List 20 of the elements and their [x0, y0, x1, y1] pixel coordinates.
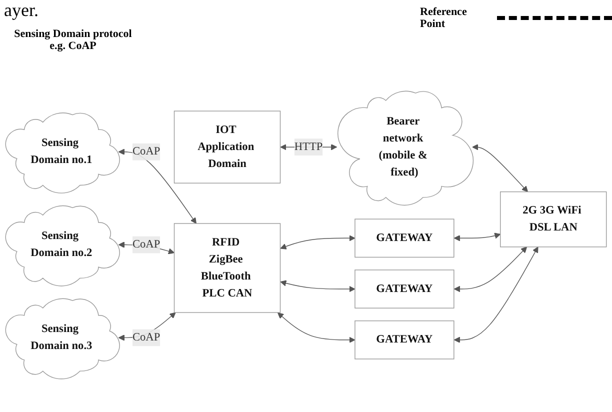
arrow: [278, 312, 356, 343]
node-box: 2G 3G WiFi DSL LAN: [500, 191, 607, 248]
cropped-text: ayer.: [4, 0, 38, 21]
reference-label: Reference Point: [420, 6, 468, 30]
edge-label: HTTP: [294, 140, 323, 153]
node-box: RFID ZigBee BlueTooth PLC CAN: [174, 223, 281, 313]
node-box: GATEWAY: [354, 320, 454, 360]
arrow: [454, 232, 501, 242]
arrow: [280, 235, 356, 250]
arrow: [472, 144, 528, 192]
edge-label: CoAP: [132, 331, 160, 344]
edge-label: CoAP: [132, 146, 160, 158]
arrow: [454, 246, 528, 292]
note-text: Sensing Domain protocol e.g. CoAP: [13, 28, 133, 52]
edge-label: CoAP: [132, 238, 160, 250]
node-box: GATEWAY: [354, 218, 454, 258]
node-box: GATEWAY: [354, 270, 454, 308]
arrow: [280, 280, 356, 292]
arrow: [454, 246, 538, 343]
node-box: IOT Application Domain: [174, 110, 281, 184]
